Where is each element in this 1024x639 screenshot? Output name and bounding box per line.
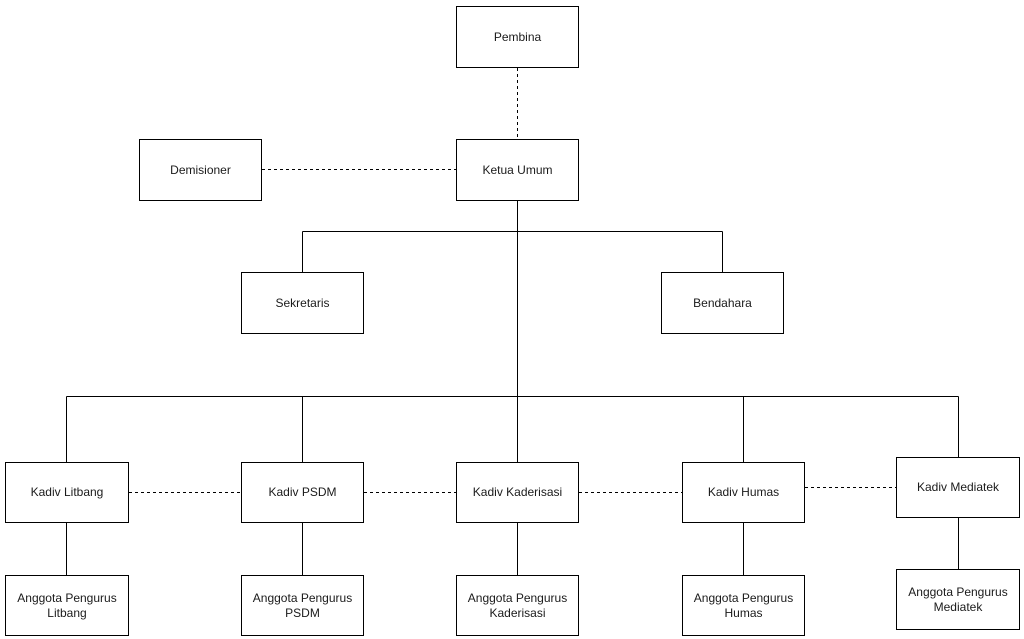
node-anggota-humas: Anggota Pengurus Humas [682,575,805,636]
node-anggota-psdm-text: Anggota Pengurus PSDM [253,591,352,621]
node-sekretaris-label: Sekretaris [275,295,330,310]
node-anggota-kaderisasi-line2: Kaderisasi [489,605,546,620]
node-kadiv-mediatek: Kadiv Mediatek [896,457,1020,518]
node-anggota-litbang-line1: Anggota Pengurus [17,590,117,605]
node-anggota-psdm-line2: PSDM [285,605,320,620]
node-anggota-kaderisasi-line1: Anggota Pengurus [467,590,568,605]
node-kadiv-mediatek-label: Kadiv Mediatek [916,480,1000,494]
node-kadiv-kaderisasi-label: Kadiv Kaderisasi [472,485,563,499]
node-demisioner: Demisioner [139,139,262,201]
node-bendahara: Bendahara [661,272,784,334]
node-anggota-kaderisasi-text: Anggota Pengurus Kaderisasi [468,591,567,621]
node-kadiv-psdm: Kadiv PSDM [241,462,364,523]
node-anggota-kaderisasi: Anggota Pengurus Kaderisasi [456,575,579,636]
node-pembina-label: Pembina [493,29,542,44]
node-kadiv-kaderisasi: Kadiv Kaderisasi [456,462,579,523]
node-anggota-litbang-line2: Litbang [47,605,87,620]
node-anggota-litbang-text: Anggota Pengurus Litbang [17,591,116,621]
node-sekretaris: Sekretaris [241,272,364,334]
node-anggota-psdm-line1: Anggota Pengurus [252,590,353,605]
node-kadiv-litbang: Kadiv Litbang [5,462,129,523]
node-kadiv-humas: Kadiv Humas [682,462,805,523]
node-anggota-humas-line1: Anggota Pengurus [693,590,794,605]
node-anggota-mediatek-line2: Mediatek [933,599,983,614]
node-demisioner-label: Demisioner [170,162,231,177]
node-anggota-mediatek-line1: Anggota Pengurus [908,584,1008,599]
node-ketua-umum-label: Ketua Umum [482,162,553,177]
node-kadiv-psdm-label: Kadiv PSDM [268,485,337,499]
node-anggota-humas-text: Anggota Pengurus Humas [694,591,793,621]
node-anggota-litbang: Anggota Pengurus Litbang [5,575,129,636]
node-kadiv-litbang-label: Kadiv Litbang [30,485,104,499]
node-ketua-umum: Ketua Umum [456,139,579,201]
node-kadiv-humas-label: Kadiv Humas [707,485,780,499]
node-bendahara-label: Bendahara [693,295,752,310]
node-anggota-humas-line2: Humas [724,605,763,620]
node-anggota-mediatek-text: Anggota Pengurus Mediatek [908,585,1007,615]
node-anggota-mediatek: Anggota Pengurus Mediatek [896,569,1020,630]
node-pembina: Pembina [456,6,579,68]
node-anggota-psdm: Anggota Pengurus PSDM [241,575,364,636]
